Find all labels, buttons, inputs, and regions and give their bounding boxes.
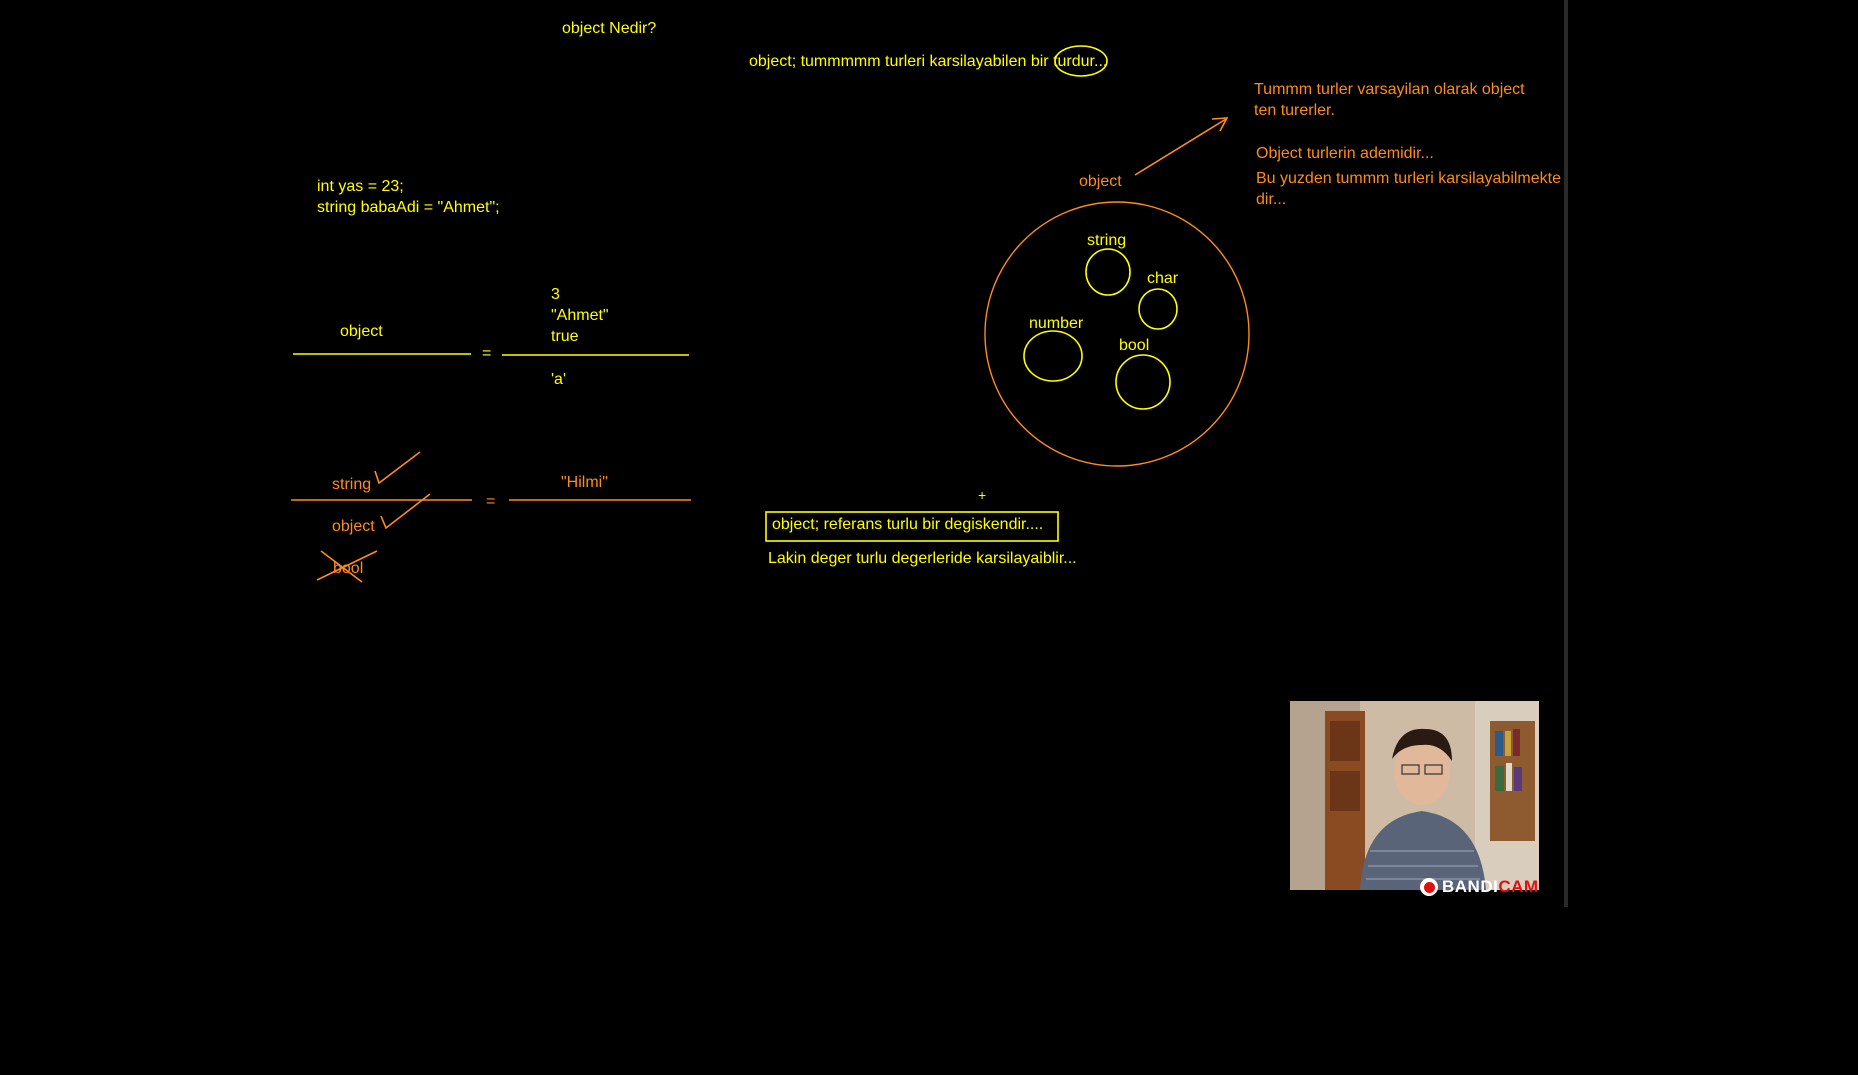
object-outer-circle <box>984 201 1250 467</box>
value-int: 3 <box>551 286 560 303</box>
bandicam-logo-text: BANDICAM <box>1442 877 1539 896</box>
webcam-overlay <box>1290 701 1539 890</box>
venn-string-label: string <box>1087 232 1127 249</box>
note-line-5: dir... <box>1256 191 1287 208</box>
assign-object-label: object <box>340 323 383 340</box>
venn-object-label: object <box>1079 173 1122 190</box>
code-line-1: int yas = 23; <box>317 178 404 195</box>
page-title: object Nedir? <box>562 20 657 37</box>
cross-mark-icon <box>320 550 363 583</box>
note-line-4: Bu yuzden tummm turleri karsilayabilmekt… <box>1256 170 1561 187</box>
cross-mark-icon <box>316 550 378 581</box>
value-char: 'a' <box>551 371 567 388</box>
venn-char-label: char <box>1147 270 1179 287</box>
definition-ellipsis: ... <box>1094 53 1108 70</box>
plus-sign: + <box>978 487 987 503</box>
value-type-note: Lakin deger turlu degerleride karsilayai… <box>768 550 1077 567</box>
check-mark-icon <box>380 493 431 530</box>
object-definition: object; tummmmm turleri karsilayabilen b… <box>749 51 1107 72</box>
value-string: "Ahmet" <box>551 307 609 324</box>
window-edge <box>1564 0 1568 907</box>
note-line-3: Object turlerin ademidir... <box>1256 145 1434 162</box>
string-circle <box>1085 248 1131 296</box>
note-line-1: Tummm turler varsayilan olarak object <box>1254 81 1525 98</box>
assign-equals-sign: = <box>482 345 492 362</box>
hilmi-value: "Hilmi" <box>561 474 608 491</box>
turdur-highlight-circle <box>1054 45 1108 77</box>
type-object-label: object <box>332 518 375 535</box>
value-bool: true <box>551 328 579 345</box>
type-bool-label: bool <box>333 560 364 577</box>
venn-bool-label: bool <box>1119 337 1150 354</box>
whiteboard-canvas <box>291 45 1250 583</box>
arrow-head-icon <box>1211 117 1229 132</box>
definition-circled-word: turdur <box>1053 53 1094 70</box>
char-circle <box>1138 288 1178 330</box>
venn-number-label: number <box>1029 315 1084 332</box>
type-string-label: string <box>332 476 372 493</box>
check-mark-icon <box>374 451 421 485</box>
note-line-2: ten turerler. <box>1254 102 1335 119</box>
bool-circle <box>1115 354 1171 410</box>
code-line-2: string babaAdi = "Ahmet"; <box>317 199 500 216</box>
reference-type-box <box>765 511 1059 542</box>
bandicam-watermark: BANDICAM <box>1420 876 1539 898</box>
number-circle <box>1023 330 1083 382</box>
assign2-equals-sign: = <box>486 493 496 510</box>
reference-type-text: object; referans turlu bir degiskendir..… <box>772 516 1044 533</box>
record-icon <box>1420 878 1438 896</box>
webcam-image <box>1290 701 1539 890</box>
definition-text: object; tummmmm turleri karsilayabilen b… <box>749 53 1054 70</box>
arrow-line <box>1134 118 1227 176</box>
